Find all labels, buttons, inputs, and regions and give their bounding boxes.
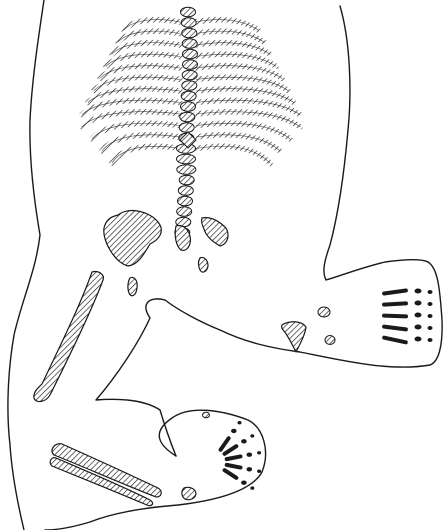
phalanx-bone [247,453,253,457]
vertebra-bone [182,81,197,91]
phalanx-bone [415,337,422,342]
vertebral-column [175,7,198,237]
vertebra-bone [178,186,193,196]
vertebra-bone [177,207,192,217]
phalanx-bone [428,314,433,318]
phalanx-bone [250,434,254,437]
vertebra-bone [183,49,198,59]
vertebra-bone [181,102,196,112]
left-ischium-bone [128,277,137,295]
calcaneus-left-bone [182,487,196,499]
phalanx-bone [415,325,422,330]
right-ischium-bone [199,257,209,272]
phalanx-bone [415,289,422,294]
phalanx-bone [231,429,237,433]
right-foot-bones [382,288,433,344]
phalanx-bone [241,481,247,485]
phalanx-bone [428,326,433,330]
vertebra-bone [182,70,197,80]
vertebra-bone [179,175,194,185]
vertebra-bone [181,18,196,28]
metatarsal-bone [382,288,408,296]
phalanx-bone [428,290,433,294]
vertebra-bone [182,28,197,38]
phalanx-bone [241,439,247,443]
rib-left [112,146,180,163]
phalanx-bone [238,421,242,424]
vertebra-bone [177,165,196,175]
femur-bone [34,272,104,402]
phalanx-bone [415,301,422,306]
phalanx-bone [428,338,433,342]
vertebra-bone [179,123,194,133]
metatarsal-bone [382,314,408,319]
phalanx-bone [257,451,261,454]
vertebra-bone [178,196,193,206]
right-ilium-bone [202,218,228,246]
vertebra-bone [181,91,196,101]
left-torso-contour [8,0,44,530]
talus-right-bone [318,307,330,317]
right-torso-contour [324,6,428,280]
metatarsal-bone [224,463,242,470]
vertebra-bone [181,7,196,17]
phalanx-bone [250,486,254,489]
metatarsal-bone [382,301,408,306]
phalanx-bone [257,470,261,473]
metatarsal-bone [382,324,408,331]
crotch-contour [96,299,176,456]
left-ilium-bone [104,211,162,266]
vertebra-bone [180,112,195,122]
phalanx-bone [415,313,422,318]
vertebra-bone [182,39,197,49]
left-foot-bones [218,421,261,490]
tarsal-nuclei [203,307,336,418]
vertebra-bone [177,154,196,164]
phalanx-bone [247,467,253,471]
metatarsal-bone [222,467,239,480]
metatarsal-bone [382,335,408,344]
cuboid-right-bone [325,336,335,345]
talus-left-bone [203,412,210,418]
metatarsal-bone [224,454,242,461]
calcaneus-right-bone [282,322,306,352]
phalanx-bone [428,302,433,306]
vertebra-bone [183,60,198,70]
